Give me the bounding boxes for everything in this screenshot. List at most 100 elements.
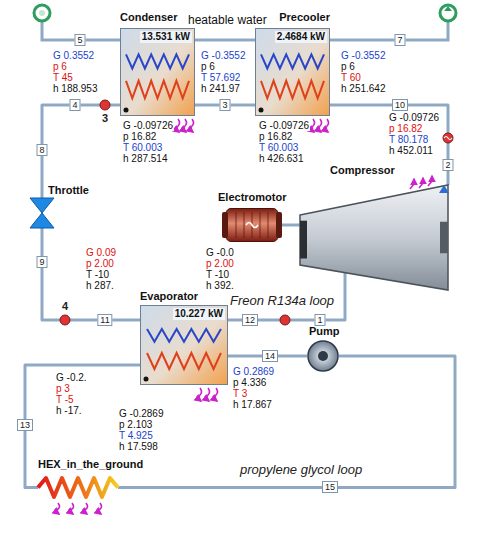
heat-arrow — [312, 119, 315, 132]
stream-value: p 2.00 — [205, 258, 235, 269]
stream-value: h 251.642 — [340, 83, 387, 94]
port-number: 3 — [219, 99, 230, 111]
heat-arrow — [177, 119, 180, 132]
stream-value: p 6 — [340, 61, 356, 72]
stream-value: G -0.3552 — [200, 50, 246, 61]
port-number: 15 — [322, 481, 338, 493]
component-name: Evaporator — [140, 290, 198, 303]
stream-value: G -0.09726 — [122, 120, 174, 131]
cold-coil — [126, 54, 189, 68]
component-name: Electromotor — [218, 191, 286, 204]
pump-shape — [307, 340, 339, 372]
stream-value: T -5 — [55, 394, 75, 405]
motor-shape — [222, 208, 282, 242]
port-number: 11 — [97, 314, 112, 326]
stream-value: G -0.0 — [205, 247, 235, 258]
stream-value: T -10 — [205, 269, 230, 280]
stream-value: T 4.925 — [118, 430, 154, 441]
corner-dot — [124, 108, 129, 113]
stream-value: p 4.336 — [232, 377, 267, 388]
medium-note: heatable water — [188, 13, 267, 27]
compressor-symbol: Compressor — [300, 185, 448, 290]
motor-rib — [260, 212, 261, 238]
pump-body — [308, 341, 338, 371]
pump-hub — [318, 351, 328, 361]
throttle-valve: Throttle — [30, 198, 54, 228]
motor-cap — [222, 212, 228, 238]
component-name: Compressor — [330, 164, 395, 177]
motor-cap — [276, 212, 282, 238]
stream-value: p 2.00 — [85, 258, 115, 269]
stream-value: p 16.82 — [122, 131, 157, 142]
stream-value: G 0.09 — [85, 247, 117, 258]
stream-value: p 3 — [55, 383, 71, 394]
stream-value: h 17.867 — [232, 399, 273, 410]
heat-arrow — [71, 503, 74, 514]
water-outlet-pipe — [330, 22, 448, 40]
sensor-number: 3 — [101, 112, 109, 124]
loop-name: Freon R134a loop — [230, 293, 334, 308]
valve-triangle — [30, 198, 54, 213]
ground-coil — [38, 478, 118, 497]
corner-dot — [259, 108, 264, 113]
stream-value: T 45 — [52, 72, 74, 83]
corner-dot — [144, 377, 149, 382]
exchanger-body — [256, 29, 330, 116]
heat-arrow — [199, 388, 202, 401]
temperature-sensor — [443, 133, 453, 143]
heat-arrow — [410, 179, 414, 189]
electromotor-symbol: Electromotor — [222, 208, 282, 242]
stream-value: T 3 — [232, 388, 248, 399]
component-name: HEX_in_the_ground — [38, 458, 143, 471]
sensor-dot — [280, 315, 290, 325]
stream-value: h 426.631 — [258, 153, 305, 164]
stream-value: h 287. — [85, 280, 115, 291]
stream-value: G -0.09726 — [258, 120, 310, 131]
sink-arrow — [444, 6, 452, 11]
port-number: 2 — [442, 159, 453, 171]
hot-coil — [147, 353, 221, 369]
component-name: Precooler — [279, 11, 330, 24]
sensor-dot — [100, 100, 110, 110]
heat-arrow — [99, 503, 102, 514]
heat-arrow — [428, 176, 432, 186]
stream-value: T 57.692 — [200, 72, 241, 83]
stream-value: p 2.103 — [118, 419, 153, 430]
motor-body — [226, 209, 278, 242]
stream-value: G -0.09726 — [388, 112, 440, 123]
stream-value: G -0.2. — [55, 372, 88, 383]
pipe-connector — [195, 38, 255, 41]
pipe-connector — [42, 105, 120, 198]
stream-value: T 60 — [340, 72, 362, 83]
motor-rib — [244, 212, 245, 238]
stream-value: T 60.003 — [122, 142, 163, 153]
pipe-connector — [282, 224, 300, 227]
heat-arrow — [57, 503, 60, 514]
port-number: 10 — [392, 99, 408, 111]
stream-value: G 0.3552 — [52, 50, 95, 61]
loop-name: propylene glycol loop — [240, 462, 362, 477]
heat-arrows — [57, 119, 432, 514]
stream-value: h 17.598 — [118, 441, 159, 452]
stream-value: h -17. — [55, 405, 83, 416]
sensor-number: 4 — [61, 300, 69, 312]
port-number: 9 — [36, 256, 47, 268]
pipe-connector — [228, 273, 345, 320]
thr-shape — [30, 198, 54, 228]
heat-arrow — [215, 388, 218, 401]
heat-arrow — [319, 119, 322, 132]
stream-value: T 60.003 — [258, 142, 299, 153]
stream-value: G -0.3552 — [340, 50, 386, 61]
stream-value: h 241.97 — [200, 83, 241, 94]
motor-rib — [268, 212, 269, 238]
port-number: 7 — [394, 34, 405, 46]
exchanger-body — [141, 306, 228, 385]
exchanger-body — [121, 29, 195, 116]
motor-rib — [236, 212, 237, 238]
stream-value: p 16.82 — [258, 131, 293, 142]
water-source-core — [39, 10, 45, 16]
heat-arrow — [419, 178, 423, 188]
heat-arrow — [326, 119, 329, 132]
hot-coil — [126, 81, 189, 99]
heat-arrow — [191, 119, 194, 132]
